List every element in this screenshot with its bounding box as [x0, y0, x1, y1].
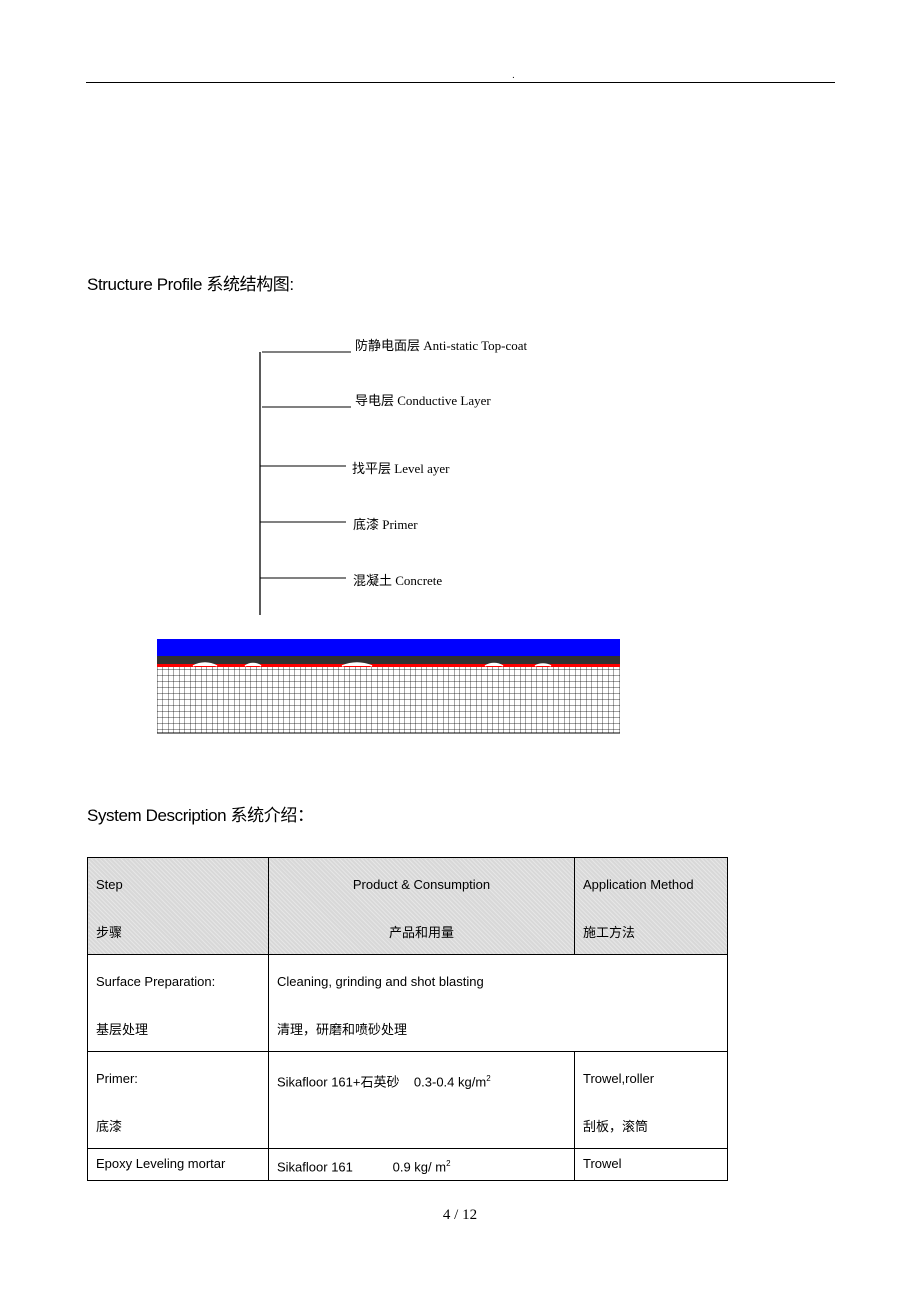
row-method: Trowel: [574, 1147, 728, 1182]
structure-diagram: [259, 351, 351, 615]
table-header-row: Step 步骤 Product & Consumption 产品和用量 Appl…: [87, 857, 728, 955]
layer-label-conductive: 导电层 Conductive Layer: [355, 393, 491, 408]
topcoat-layer: [157, 639, 620, 656]
header-method: Application Method 施工方法: [574, 857, 728, 955]
layer-label-topcoat: 防静电面层 Anti-static Top-coat: [355, 338, 528, 353]
layer-label-concrete: 混凝土 Concrete: [353, 573, 443, 588]
layer-label-primer: 底漆 Primer: [353, 517, 418, 532]
primer-layer: [157, 664, 620, 667]
layer-cross-section: [157, 639, 620, 734]
concrete-layer: [157, 665, 620, 733]
row-method: Trowel,roller 刮板，滚筒: [574, 1051, 728, 1149]
row-step: Epoxy Leveling mortar: [87, 1147, 269, 1182]
table-row: Primer: 底漆 Sikafloor 161+石英砂 0.3-0.4 kg/…: [87, 1051, 728, 1149]
row-product: Cleaning, grinding and shot blasting 清理，…: [268, 954, 728, 1052]
row-product: Sikafloor 161 0.9 kg/ m2: [268, 1147, 575, 1182]
conductive-layer: [157, 656, 620, 664]
row-step: Primer: 底漆: [87, 1051, 269, 1149]
header-mark: .: [512, 70, 515, 81]
row-step: Surface Preparation: 基层处理: [87, 954, 269, 1052]
system-description-heading: System Description 系统介绍：: [87, 806, 314, 825]
page-number: 4 / 12: [442, 1207, 478, 1223]
table-row: Epoxy Leveling mortar Sikafloor 161 0.9 …: [87, 1147, 728, 1182]
system-description-table: Step 步骤 Product & Consumption 产品和用量 Appl…: [87, 857, 728, 1182]
header-step: Step 步骤: [87, 857, 269, 955]
layer-label-level: 找平层 Level ayer: [352, 461, 450, 476]
header-product: Product & Consumption 产品和用量: [268, 857, 575, 955]
structure-profile-heading: Structure Profile 系统结构图:: [87, 275, 294, 294]
aggregate-bumps: [192, 662, 552, 667]
header-rule: [86, 82, 835, 83]
table-row: Surface Preparation: 基层处理 Cleaning, grin…: [87, 954, 728, 1052]
row-product: Sikafloor 161+石英砂 0.3-0.4 kg/m2: [268, 1051, 575, 1149]
